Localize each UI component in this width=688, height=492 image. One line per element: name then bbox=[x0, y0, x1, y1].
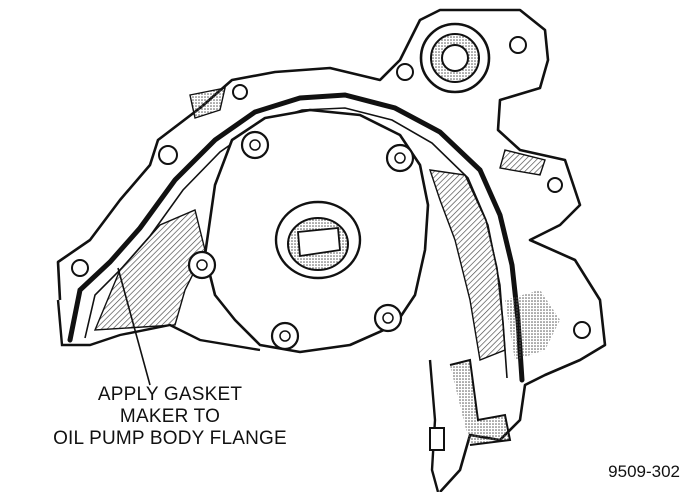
mounting-hole bbox=[158, 145, 178, 165]
mounting-hole bbox=[71, 259, 89, 277]
pump-bolt bbox=[373, 303, 403, 333]
mounting-hole bbox=[573, 321, 591, 339]
lower-pipe bbox=[449, 358, 512, 446]
flange-hatch-right bbox=[428, 169, 506, 361]
pump-bolt bbox=[187, 250, 217, 280]
callout-line: MAKER TO bbox=[119, 406, 221, 427]
mounting-hole bbox=[509, 36, 527, 54]
housing-rib bbox=[189, 87, 226, 119]
callout-leader-line bbox=[117, 267, 151, 386]
flange-hatch-left bbox=[93, 209, 206, 331]
callout-line: APPLY GASKET bbox=[97, 384, 243, 405]
mounting-hole bbox=[396, 63, 414, 81]
pump-bolt bbox=[240, 130, 270, 160]
gasket-bead bbox=[67, 92, 525, 383]
mounting-hole bbox=[232, 84, 248, 100]
lower-bracket bbox=[429, 427, 445, 451]
engine-block-outline bbox=[56, 8, 607, 492]
gasket-callout-label: APPLY GASKET MAKER TO OIL PUMP BODY FLAN… bbox=[40, 384, 300, 450]
shaft-key bbox=[297, 227, 341, 258]
flange-dots-right bbox=[505, 290, 560, 360]
seal-inner bbox=[441, 44, 469, 72]
figure-id: 9509-302 bbox=[608, 462, 680, 481]
mounting-hole bbox=[547, 177, 563, 193]
callout-line: OIL PUMP BODY FLANGE bbox=[53, 428, 287, 449]
pump-bolt bbox=[385, 143, 415, 173]
housing-rib bbox=[499, 149, 546, 176]
pump-bolt bbox=[270, 321, 300, 351]
